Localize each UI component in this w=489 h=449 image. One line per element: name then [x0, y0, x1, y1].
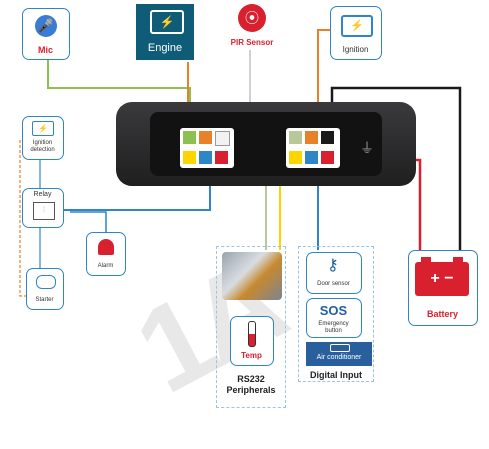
relay-card: Relay ⫶ — [22, 188, 64, 228]
pin-red — [215, 151, 228, 164]
pin-orange — [199, 131, 212, 144]
relay-label: Relay — [33, 191, 52, 198]
key-icon: ⚷ — [327, 257, 339, 274]
rs232-panel — [216, 246, 286, 408]
starter-icon — [36, 275, 56, 289]
door-sensor-label: Door sensor — [317, 281, 350, 287]
digital-input-panel — [298, 246, 374, 382]
door-sensor-card: ⚷ Door sensor — [306, 252, 362, 294]
alarm-label: Alarm — [97, 263, 114, 269]
plug-icon: ⏚ — [360, 140, 374, 156]
wire-alarm — [70, 211, 107, 232]
pin-blue — [199, 151, 212, 164]
battery-terminal-right — [453, 257, 463, 262]
battery-terminal-left — [421, 257, 431, 262]
engine-icon: ⚡ — [150, 10, 184, 34]
alarm-card: Alarm — [86, 232, 126, 276]
mic-icon: 🎤 — [35, 15, 57, 37]
ignition-detection-icon: ⚡ — [32, 121, 54, 136]
temp-label: Temp — [241, 351, 262, 360]
engine-card: ⚡ Engine — [136, 4, 194, 60]
ignition-icon: ⚡ — [341, 15, 373, 37]
thermometer-icon — [248, 321, 256, 347]
relay-icon: ⫶ — [33, 202, 55, 220]
pin-gray-green — [289, 131, 302, 144]
temp-card: Temp — [230, 316, 274, 366]
ignition-detection-label: Ignition detection — [30, 140, 55, 153]
pin-yellow — [183, 151, 196, 164]
pir-label: PIR Sensor — [230, 38, 274, 47]
air-conditioner-label: Air conditioner — [316, 354, 362, 361]
rs232-device-image — [222, 252, 282, 300]
wire-ignition — [317, 29, 335, 128]
alarm-icon — [98, 239, 114, 255]
starter-card: Starter — [26, 268, 64, 310]
pin-red-2 — [321, 151, 334, 164]
rs232-label: RS232 Peripherals — [226, 374, 276, 395]
ignition-detection-card: ⚡ Ignition detection — [22, 116, 64, 160]
battery-label: Battery — [426, 309, 458, 319]
battery-card: + − Battery — [408, 250, 478, 326]
pin-black — [321, 131, 334, 144]
pin-white — [215, 131, 230, 146]
ignition-card: ⚡ Ignition — [330, 6, 382, 60]
sos-label: SOS — [319, 303, 348, 318]
pir-icon: ⦿ — [238, 4, 266, 32]
pin-yellow-2 — [289, 151, 302, 164]
starter-label: Starter — [35, 297, 54, 303]
engine-label: Engine — [147, 42, 183, 54]
wire-ign-detect — [19, 140, 26, 297]
pin-blue-2 — [305, 151, 318, 164]
digital-input-label: Digital Input — [310, 370, 362, 380]
pin-green — [183, 131, 196, 144]
mic-card: 🎤 Mic — [22, 8, 70, 60]
emergency-button-label: Emergency button — [318, 321, 349, 334]
battery-icon: + − — [415, 262, 469, 296]
ignition-label: Ignition — [342, 45, 369, 54]
air-conditioner-card: Air conditioner — [306, 342, 372, 366]
ac-icon — [330, 344, 350, 352]
sos-card: SOS Emergency button — [306, 298, 362, 338]
pin-orange-2 — [305, 131, 318, 144]
mic-label: Mic — [37, 45, 53, 55]
